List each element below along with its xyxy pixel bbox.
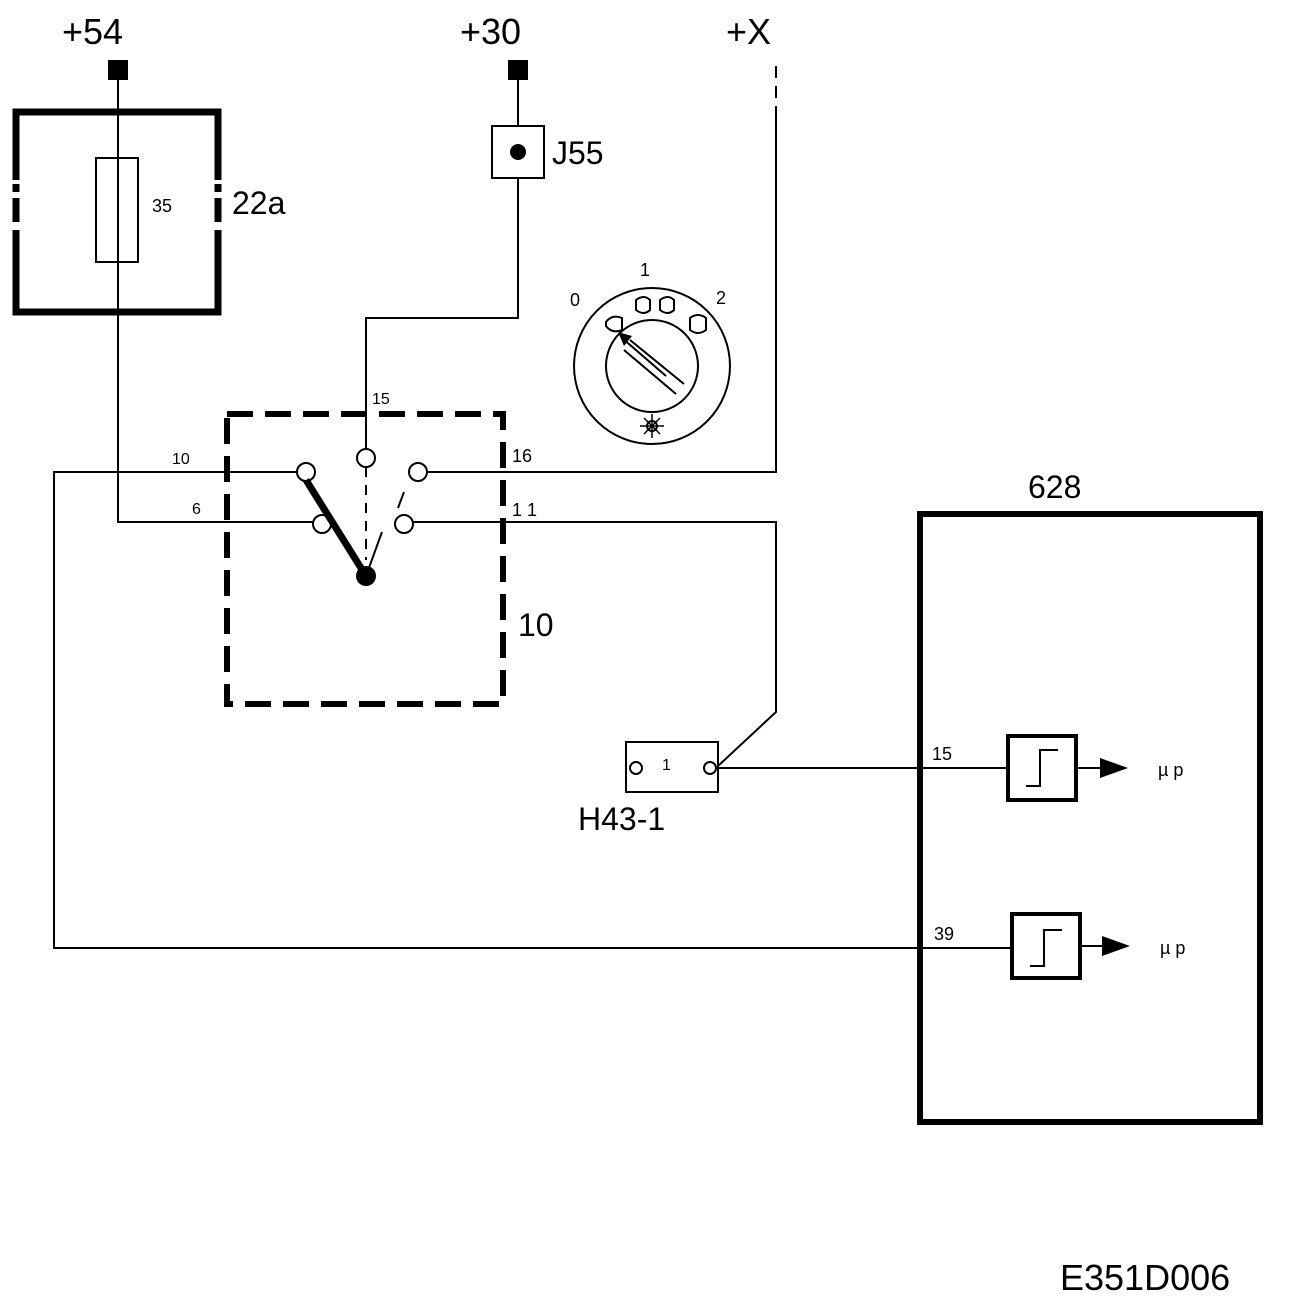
switch-contact-10: [296, 462, 316, 482]
connector-h43-pin-label: 1: [662, 757, 671, 774]
diagram-code-label: E351D006: [1060, 1257, 1230, 1298]
comparator-icon: [1006, 734, 1078, 802]
switch-pin-6-label: 6: [192, 501, 201, 518]
terminal-x-label: +X: [726, 11, 771, 52]
module-pin-39-label: 39: [934, 924, 954, 944]
dial-position-2-label: 2: [716, 288, 726, 308]
wire-54-to-pin6: [117, 80, 326, 523]
switch-pin-10-label: 10: [172, 451, 190, 468]
fuse-value-label: 35: [152, 196, 172, 216]
module-output-1-label: µ p: [1158, 760, 1183, 780]
connector-h43-right-pin: [703, 761, 717, 775]
switch-10-housing: [224, 411, 506, 707]
wire-pin10-to-module-39: [53, 471, 1010, 949]
switch-pin-11-label: 1 1: [512, 500, 537, 520]
connector-j55-pin: [510, 144, 526, 160]
switch-contact-11-stub: [397, 491, 405, 509]
wire-pin11-to-h43: [413, 521, 777, 767]
connector-h43-left-pin: [629, 761, 643, 775]
terminal-54-block: [108, 60, 128, 80]
terminal-30-block: [508, 60, 528, 80]
module-628: [917, 511, 1263, 1125]
switch-pin-16-label: 16: [512, 446, 532, 466]
dial-position-0-label: 0: [570, 290, 580, 310]
dial-position-1-label: 1: [640, 260, 650, 280]
wire-pin16-to-x: [427, 108, 777, 473]
module-output-2-label: µ p: [1160, 938, 1185, 958]
connector-h43-label: H43-1: [578, 801, 665, 837]
module-pin-15-label: 15: [932, 744, 952, 764]
arrow-icon: [1100, 758, 1128, 778]
module-628-label: 628: [1028, 469, 1081, 505]
comparator-icon: [1010, 912, 1082, 980]
switch-10-label: 10: [518, 607, 554, 643]
switch-contact-15: [356, 448, 376, 468]
arrow-icon: [1102, 936, 1130, 956]
terminal-54-label: +54: [62, 11, 123, 52]
connector-j55-label: J55: [552, 135, 604, 171]
switch-wiper: [303, 478, 369, 578]
switch-contact-11: [394, 514, 414, 534]
switch-pivot: [356, 566, 376, 586]
wire-j55-to-pin15: [365, 178, 519, 450]
switch-pin-15-label: 15: [372, 391, 390, 408]
terminal-30-label: +30: [460, 11, 521, 52]
switch-contact-16: [408, 462, 428, 482]
rotary-light-switch-icon: [573, 287, 731, 445]
fuse-box-label: 22a: [232, 185, 286, 221]
